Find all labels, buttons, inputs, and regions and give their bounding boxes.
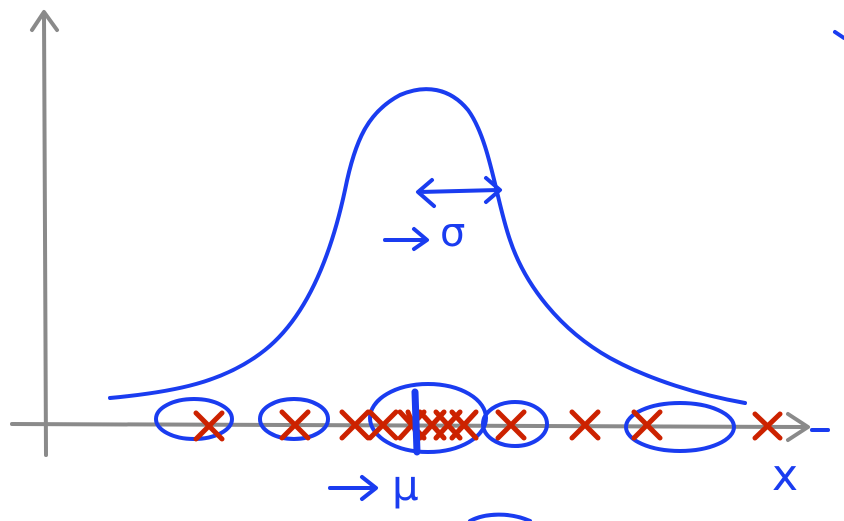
y-axis bbox=[42, 12, 48, 457]
sigma-annotation: σ bbox=[383, 176, 502, 256]
y-axis-arrowhead bbox=[30, 10, 59, 32]
right-arrow-icon bbox=[383, 227, 429, 251]
right-arrow-icon bbox=[328, 475, 378, 501]
edge-stroke bbox=[833, 30, 844, 40]
double-headed-arrow-icon bbox=[416, 176, 502, 208]
data-point bbox=[193, 410, 225, 442]
data-point bbox=[752, 411, 783, 441]
data-point bbox=[339, 409, 371, 441]
data-point bbox=[279, 409, 311, 441]
data-point bbox=[449, 409, 479, 441]
sigma-label: σ bbox=[440, 210, 465, 256]
cluster-ring bbox=[154, 397, 234, 441]
x-axis-arrowhead bbox=[786, 412, 810, 442]
cluster-ring bbox=[258, 397, 330, 441]
data-points bbox=[193, 409, 783, 442]
point-clusters bbox=[154, 382, 736, 454]
mean-marker-line bbox=[411, 388, 421, 456]
mean-annotation: μ bbox=[328, 388, 421, 510]
x-axis-label: x bbox=[772, 450, 798, 501]
data-point bbox=[495, 409, 527, 441]
data-point bbox=[367, 409, 399, 441]
cluster-ring bbox=[481, 400, 549, 448]
cluster-ring bbox=[624, 401, 736, 453]
bell-curve bbox=[108, 87, 747, 405]
data-point bbox=[631, 409, 663, 441]
data-point bbox=[569, 409, 601, 441]
mu-label: μ bbox=[392, 461, 419, 510]
edge-stroke bbox=[468, 512, 532, 521]
